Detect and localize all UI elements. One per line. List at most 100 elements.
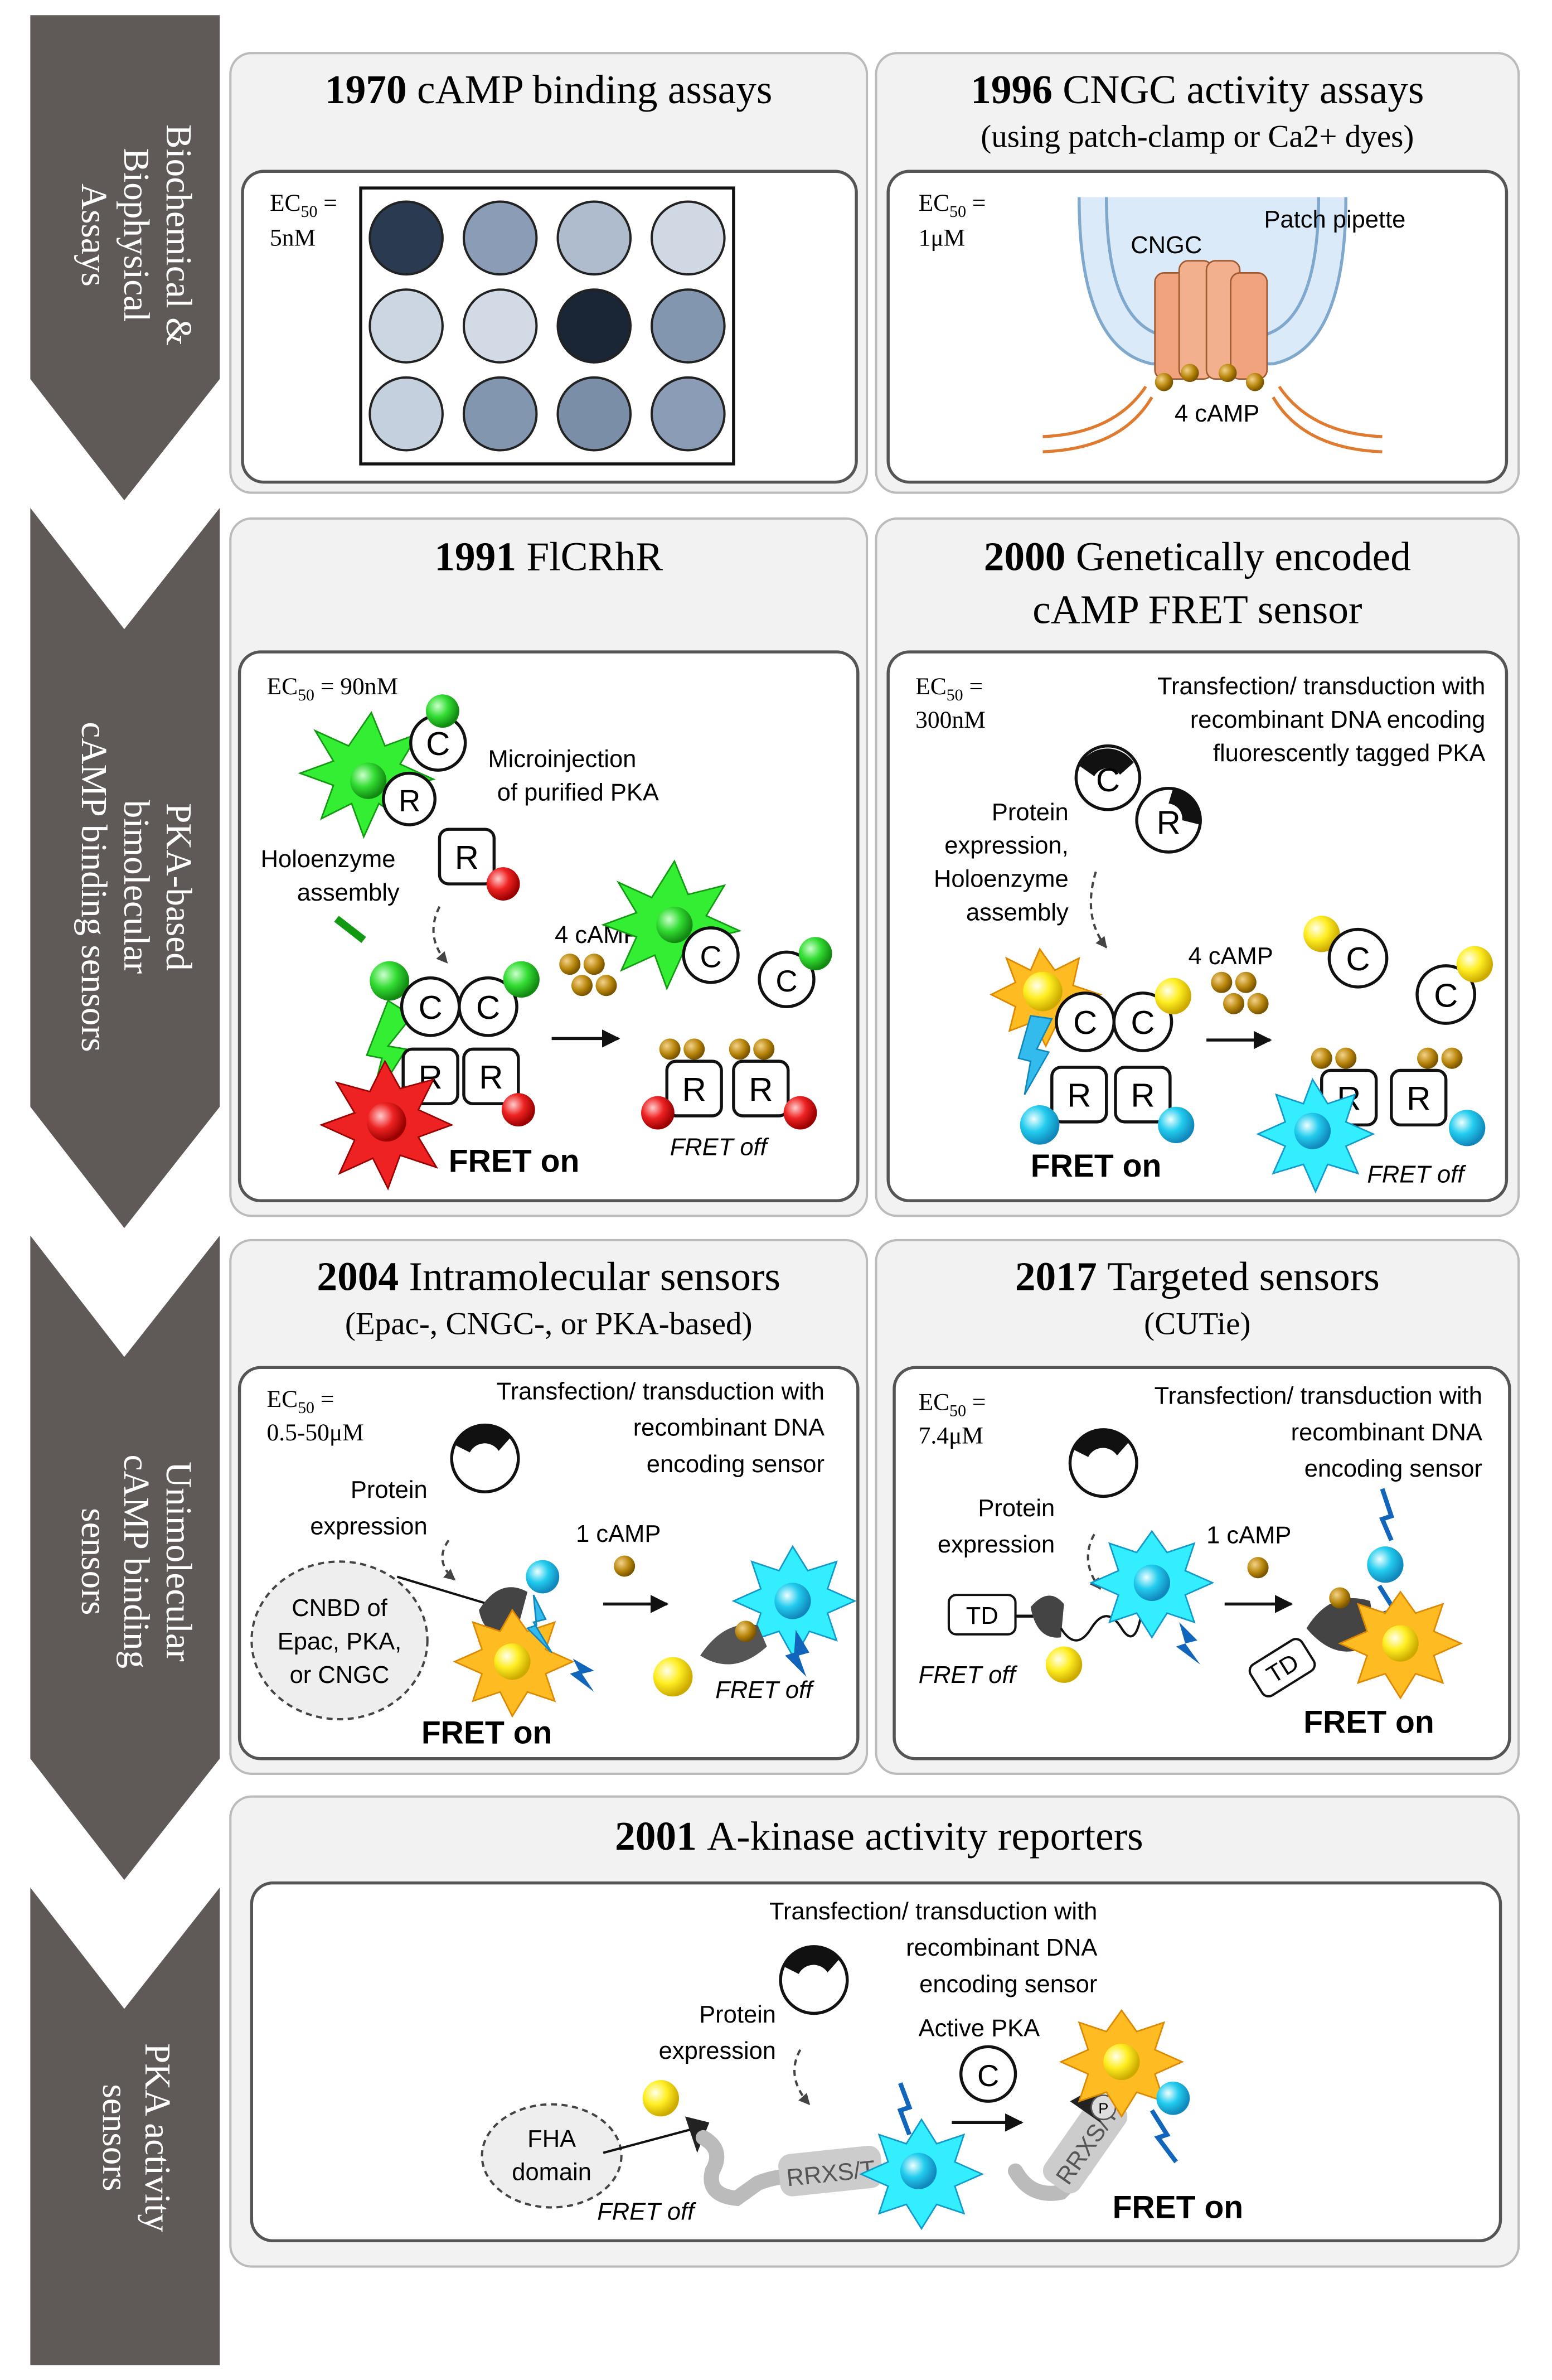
panel-2001: 2001 A-kinase activity reporters Transfe… (229, 1795, 1520, 2268)
panel-1991-title: 1991 FlCRhR (434, 534, 663, 579)
ec50-value-2004: 0.5-50μM (267, 1419, 364, 1446)
camp-label-2000: 4 cAMP (1189, 943, 1273, 970)
c-letter: C (977, 2059, 999, 2093)
c-letter: C (700, 940, 721, 974)
panel-1991: 1991 FlCRhR EC50 = 90nM C R Microinjecti… (229, 517, 869, 1217)
fret-off-2001: FRET off (597, 2198, 696, 2225)
active-pka-label: Active PKA (919, 2015, 1040, 2042)
fha-callout (481, 2103, 623, 2209)
c-letter: C (1073, 1004, 1097, 1041)
panel-1970: 1970 cAMP binding assays EC50 = 5nM (229, 52, 869, 494)
ec50-value-1970: 5nM (270, 224, 316, 251)
timeline-arrows: Biochemical &BiophysicalAssays PKA-based… (30, 15, 220, 2366)
plate-well (462, 288, 538, 364)
panel-1996: 1996 CNGC activity assays (using patch-c… (875, 52, 1520, 494)
plate-well (556, 200, 632, 276)
stage-label-1: Biochemical &BiophysicalAssays (74, 124, 198, 346)
plate-well (368, 376, 444, 452)
camp-cluster (559, 954, 617, 996)
ec50-value-2017: 7.4μM (919, 1422, 983, 1449)
panel-2017: 2017 Targeted sensors (CUTie) EC50 = 7.4… (875, 1239, 1520, 1775)
camp-label-2017: 1 cAMP (1206, 1522, 1291, 1549)
ec50-1991: EC50 = 90nM (267, 673, 399, 704)
c-letter: C (1131, 1004, 1155, 1041)
cnbd-callout (250, 1560, 429, 1721)
r-letter: R (1157, 804, 1181, 841)
td-label: TD (966, 1603, 998, 1629)
c-letter: C (419, 989, 443, 1026)
ec50-2004: EC50 = (267, 1386, 334, 1417)
stage-label-4: PKA activitysensors (95, 2043, 177, 2232)
membrane (1042, 385, 1383, 453)
plate-well (651, 288, 726, 364)
fret-on-1991: FRET on (449, 1144, 580, 1179)
cngc-label: CNGC (1131, 232, 1202, 259)
c-letter: C (775, 964, 797, 998)
panel-1996-title: 1996 CNGC activity assays (971, 67, 1424, 112)
c-letter: C (426, 725, 450, 762)
fret-off-2000: FRET off (1367, 1162, 1466, 1188)
panel-2001-title: 2001 A-kinase activity reporters (615, 1813, 1143, 1859)
panel-2000-title-2: cAMP FRET sensor (1032, 587, 1362, 632)
fret-off-1991: FRET off (670, 1134, 769, 1161)
r-letter: R (749, 1071, 773, 1108)
pipette-label: Patch pipette (1264, 206, 1405, 233)
c-letter: C (1096, 761, 1120, 799)
ec50-1970: EC50 = (270, 190, 337, 221)
stage-arrow-4 (30, 1887, 220, 2366)
r-letter: R (682, 1071, 706, 1108)
panel-2017-subtitle: (CUTie) (1144, 1307, 1250, 1342)
plate-well (651, 200, 726, 276)
r-letter: R (455, 839, 479, 876)
plate-well (556, 288, 632, 364)
r-subunit (438, 828, 496, 886)
plate-well (368, 200, 444, 276)
c-letter: C (1346, 940, 1370, 978)
panel-2017-title: 2017 Targeted sensors (1015, 1254, 1380, 1299)
stage-arrow-1 (30, 15, 220, 501)
r-letter: R (1067, 1077, 1091, 1114)
camp-label-2004: 1 cAMP (576, 1521, 661, 1547)
plate-wells (368, 200, 726, 452)
cngc-channel (1154, 260, 1268, 391)
plate-well (462, 376, 538, 452)
fret-on-2000: FRET on (1031, 1148, 1162, 1184)
assembly-arrow (432, 906, 448, 964)
plate-well (556, 376, 632, 452)
plate-well (462, 200, 538, 276)
ec50-value-1996: 1μM (919, 224, 966, 251)
c-letter: C (1434, 976, 1458, 1014)
panel-1996-subtitle: (using patch-clamp or Ca2+ dyes) (981, 119, 1414, 154)
ec50-value-2000: 300nM (915, 707, 986, 733)
plate-well (651, 376, 726, 452)
stage-label-2: PKA-basedbimolecularcAMP binding sensors (74, 722, 198, 1052)
fret-on-2017: FRET on (1303, 1705, 1434, 1740)
camp-label-1996: 4 cAMP (1175, 400, 1259, 427)
panel-2004: 2004 Intramolecular sensors (Epac-, CNGC… (229, 1239, 869, 1775)
r-letter: R (1406, 1080, 1430, 1117)
ec50-2017: EC50 = (919, 1389, 986, 1420)
panel-2000: 2000 Genetically encoded cAMP FRET senso… (875, 517, 1520, 1217)
fret-off-2017-left: FRET off (919, 1662, 1018, 1689)
panel-2000-title: 2000 Genetically encoded (984, 534, 1411, 579)
panel-2004-subtitle: (Epac-, CNGC-, or PKA-based) (345, 1307, 753, 1342)
stage-label-3: UnimolecularcAMP bindingsensors (74, 1454, 198, 1668)
r-letter: R (399, 784, 420, 818)
panel-2004-title: 2004 Intramolecular sensors (317, 1254, 780, 1299)
stage-arrow-3 (30, 1235, 220, 1880)
fret-on-2001: FRET on (1113, 2190, 1244, 2226)
plate-well (368, 288, 444, 364)
phospho-label: P (1098, 2100, 1108, 2117)
